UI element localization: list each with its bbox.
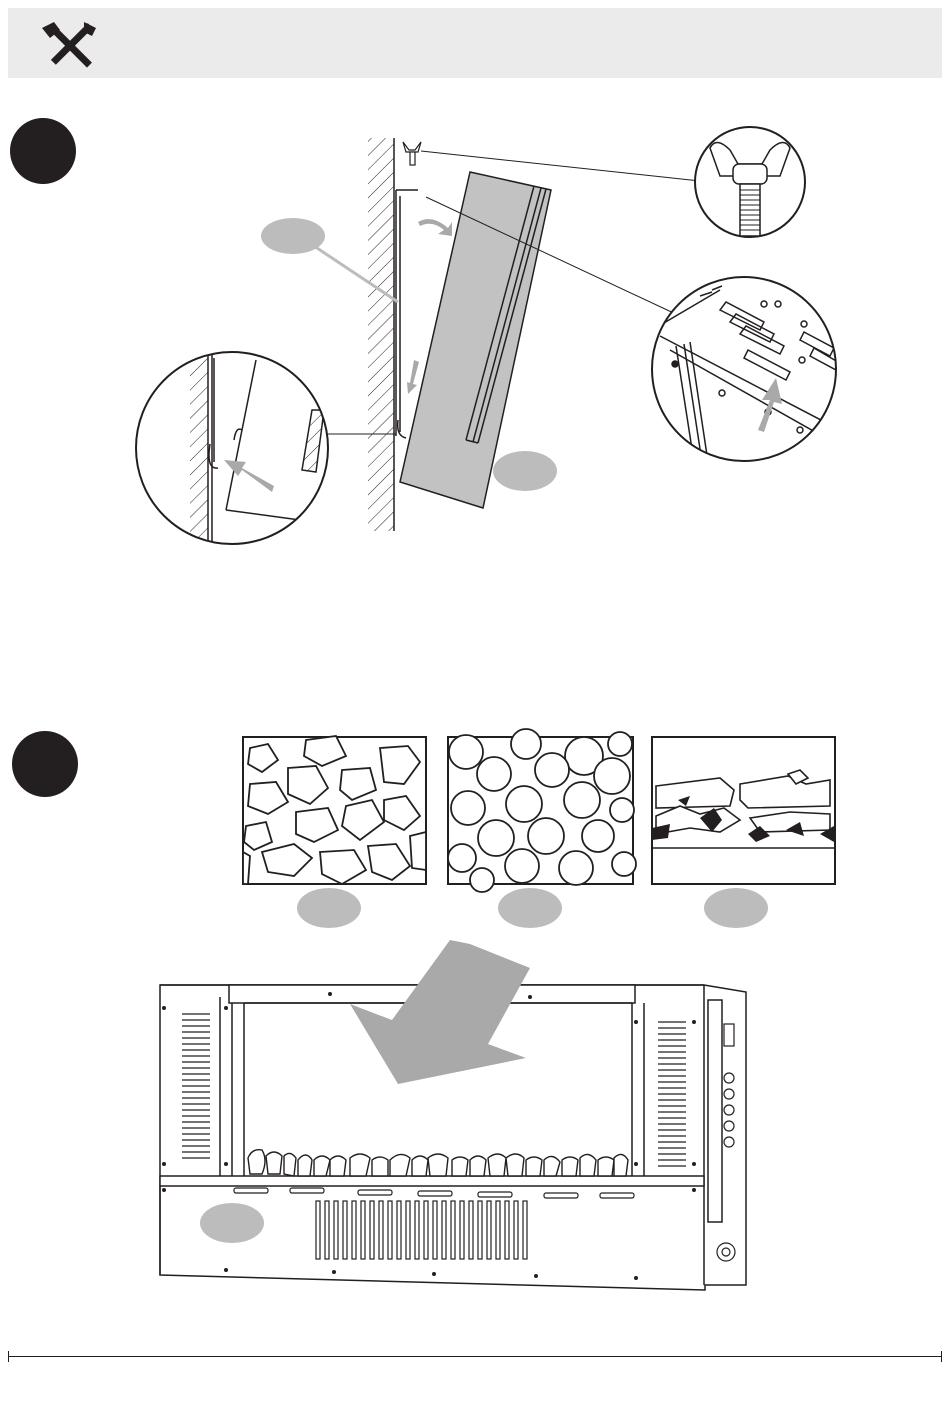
wall-section	[368, 138, 394, 531]
mounting-bracket	[396, 190, 418, 436]
bolt-zoom-circle	[695, 127, 805, 237]
callout-option-2	[498, 888, 562, 928]
callout-option-1	[297, 888, 361, 928]
footer-tick-left	[8, 1351, 9, 1362]
callout-option-3	[704, 888, 768, 928]
log-set-option	[652, 737, 835, 884]
footer-rule	[8, 1356, 942, 1357]
rotate-arrow	[418, 219, 452, 236]
callout-fireplace	[493, 451, 557, 491]
wing-bolt	[403, 142, 421, 165]
hook-zoom-circle	[136, 350, 328, 550]
pebble-stones-option	[243, 736, 426, 884]
callout-fireplace-front	[200, 1203, 264, 1243]
down-arrow	[407, 360, 419, 394]
footer-tick-right	[941, 1351, 942, 1362]
crystal-pebbles-option	[448, 729, 636, 892]
bracket-slot-zoom-circle	[652, 277, 840, 462]
